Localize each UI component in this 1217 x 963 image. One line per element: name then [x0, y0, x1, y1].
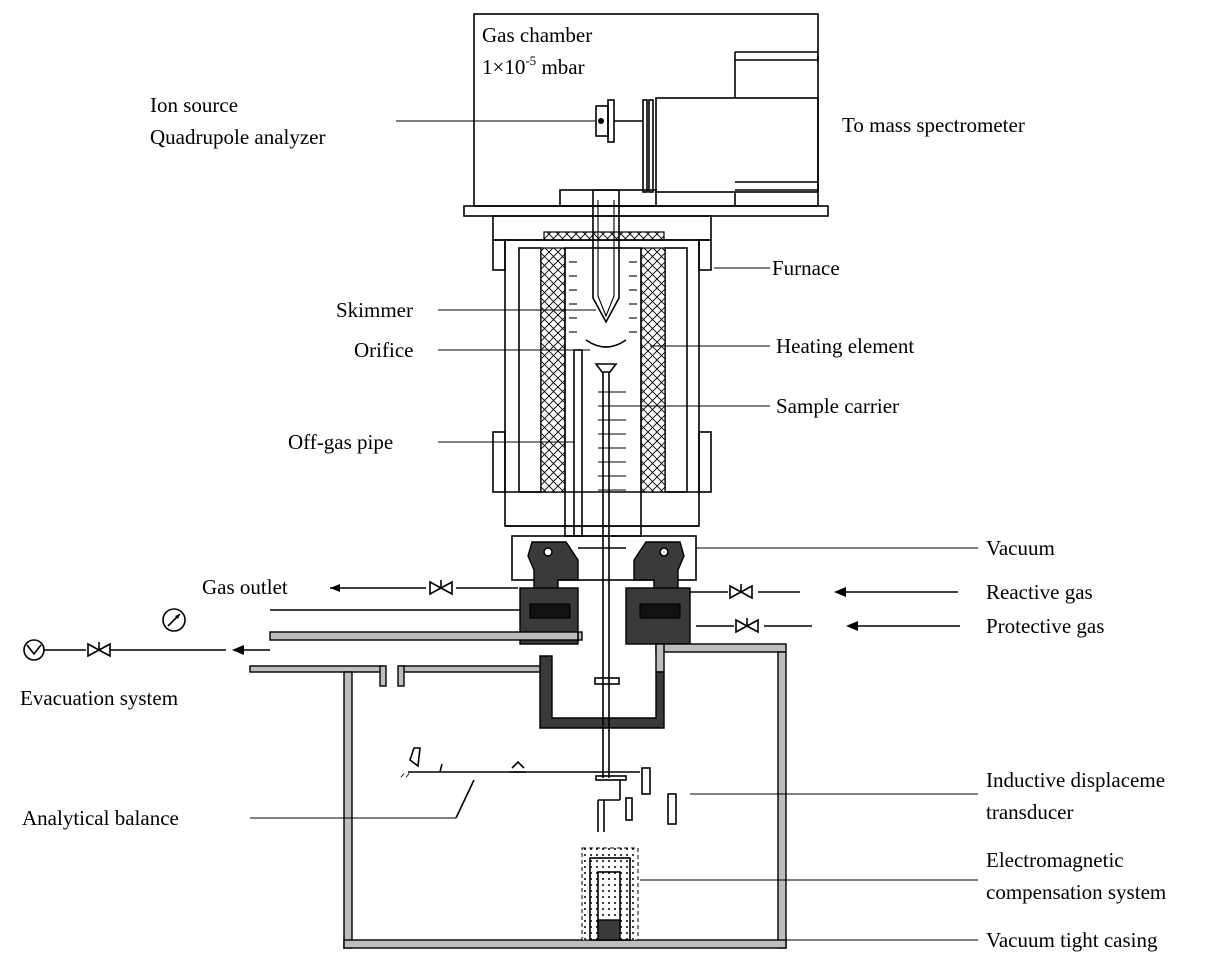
svg-text:ᐟᐟ: ᐟᐟ — [400, 771, 410, 785]
inductive-displacement-transducer — [625, 767, 677, 825]
label-orifice: Orifice — [354, 338, 413, 362]
label-ion-source: Ion source — [150, 93, 238, 117]
vacuum-seal-housing — [511, 535, 697, 645]
gas-outlet-pipes — [269, 609, 583, 641]
reactive-gas-line[interactable] — [690, 584, 958, 600]
gas-outlet-valve-icon[interactable] — [429, 580, 453, 596]
label-heating-element: Heating element — [776, 334, 914, 358]
electromagnetic-compensation-system — [581, 847, 639, 941]
label-evacuation-system: Evacuation system — [20, 686, 178, 710]
label-skimmer: Skimmer — [336, 298, 413, 322]
label-electromagnetic-line2: compensation system — [986, 880, 1166, 904]
label-protective-gas: Protective gas — [986, 614, 1104, 638]
label-pressure: 1×10-5 mbar — [482, 53, 585, 79]
label-analytical-balance: Analytical balance — [22, 806, 179, 830]
label-vacuum: Vacuum — [986, 536, 1055, 560]
sample-carrier-rod — [602, 372, 610, 778]
balance-chamber-cup — [539, 655, 665, 729]
evacuation-valve-icon[interactable] — [87, 642, 111, 658]
label-electromagnetic-line1: Electromagnetic — [986, 848, 1124, 872]
pressure-gauge-icon[interactable] — [162, 608, 186, 632]
gas-outlet-line[interactable] — [330, 580, 518, 596]
evacuation-line[interactable] — [23, 608, 270, 661]
label-reactive-gas: Reactive gas — [986, 580, 1093, 604]
label-vacuum-tight-casing: Vacuum tight casing — [986, 928, 1158, 952]
labels: Gas chamber 1×10-5 mbar Ion source Quadr… — [20, 23, 1166, 952]
label-off-gas-pipe: Off-gas pipe — [288, 430, 393, 454]
leader-lines — [250, 120, 978, 941]
label-sample-carrier: Sample carrier — [776, 394, 899, 418]
label-gas-outlet: Gas outlet — [202, 575, 288, 599]
label-inductive-line2: transducer — [986, 800, 1073, 824]
label-inductive-line1: Inductive displaceme — [986, 768, 1165, 792]
vacuum-pump-icon[interactable] — [23, 639, 45, 661]
furnace — [492, 189, 712, 537]
label-to-mass-spectrometer: To mass spectrometer — [842, 113, 1025, 137]
label-quadrupole-analyzer: Quadrupole analyzer — [150, 125, 326, 149]
label-furnace: Furnace — [772, 256, 840, 280]
label-gas-chamber: Gas chamber — [482, 23, 592, 47]
analytical-balance: ᐟᐟ — [400, 747, 640, 832]
vacuum-tight-casing — [249, 643, 787, 949]
protective-gas-valve-icon[interactable] — [735, 618, 759, 634]
reactive-gas-valve-icon[interactable] — [729, 584, 753, 600]
protective-gas-line[interactable] — [696, 618, 960, 634]
